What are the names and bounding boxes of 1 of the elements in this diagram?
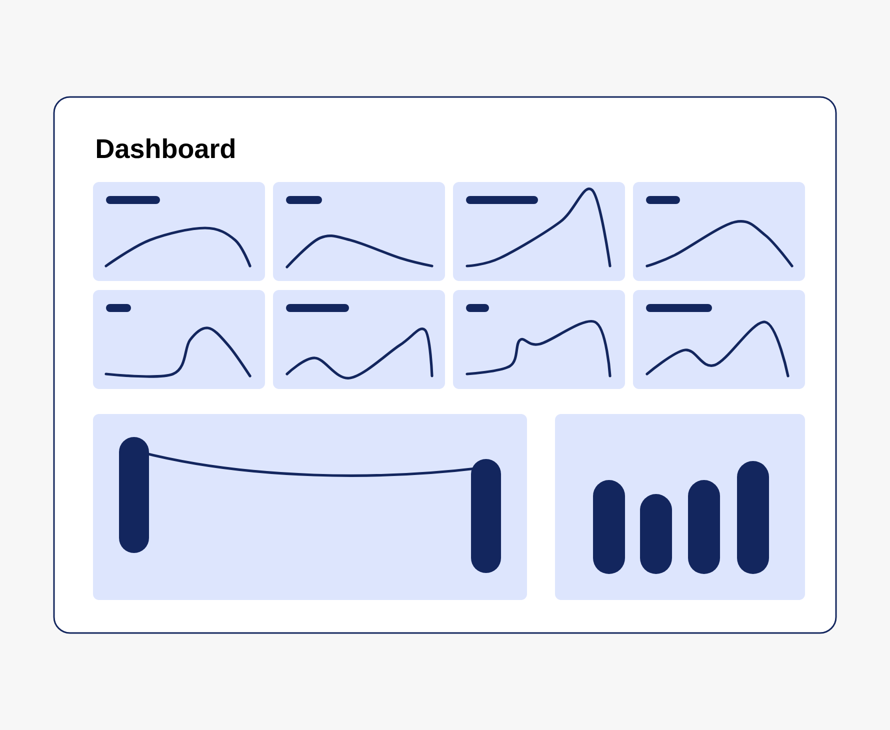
- dashboard-title: Dashboard: [97, 138, 234, 158]
